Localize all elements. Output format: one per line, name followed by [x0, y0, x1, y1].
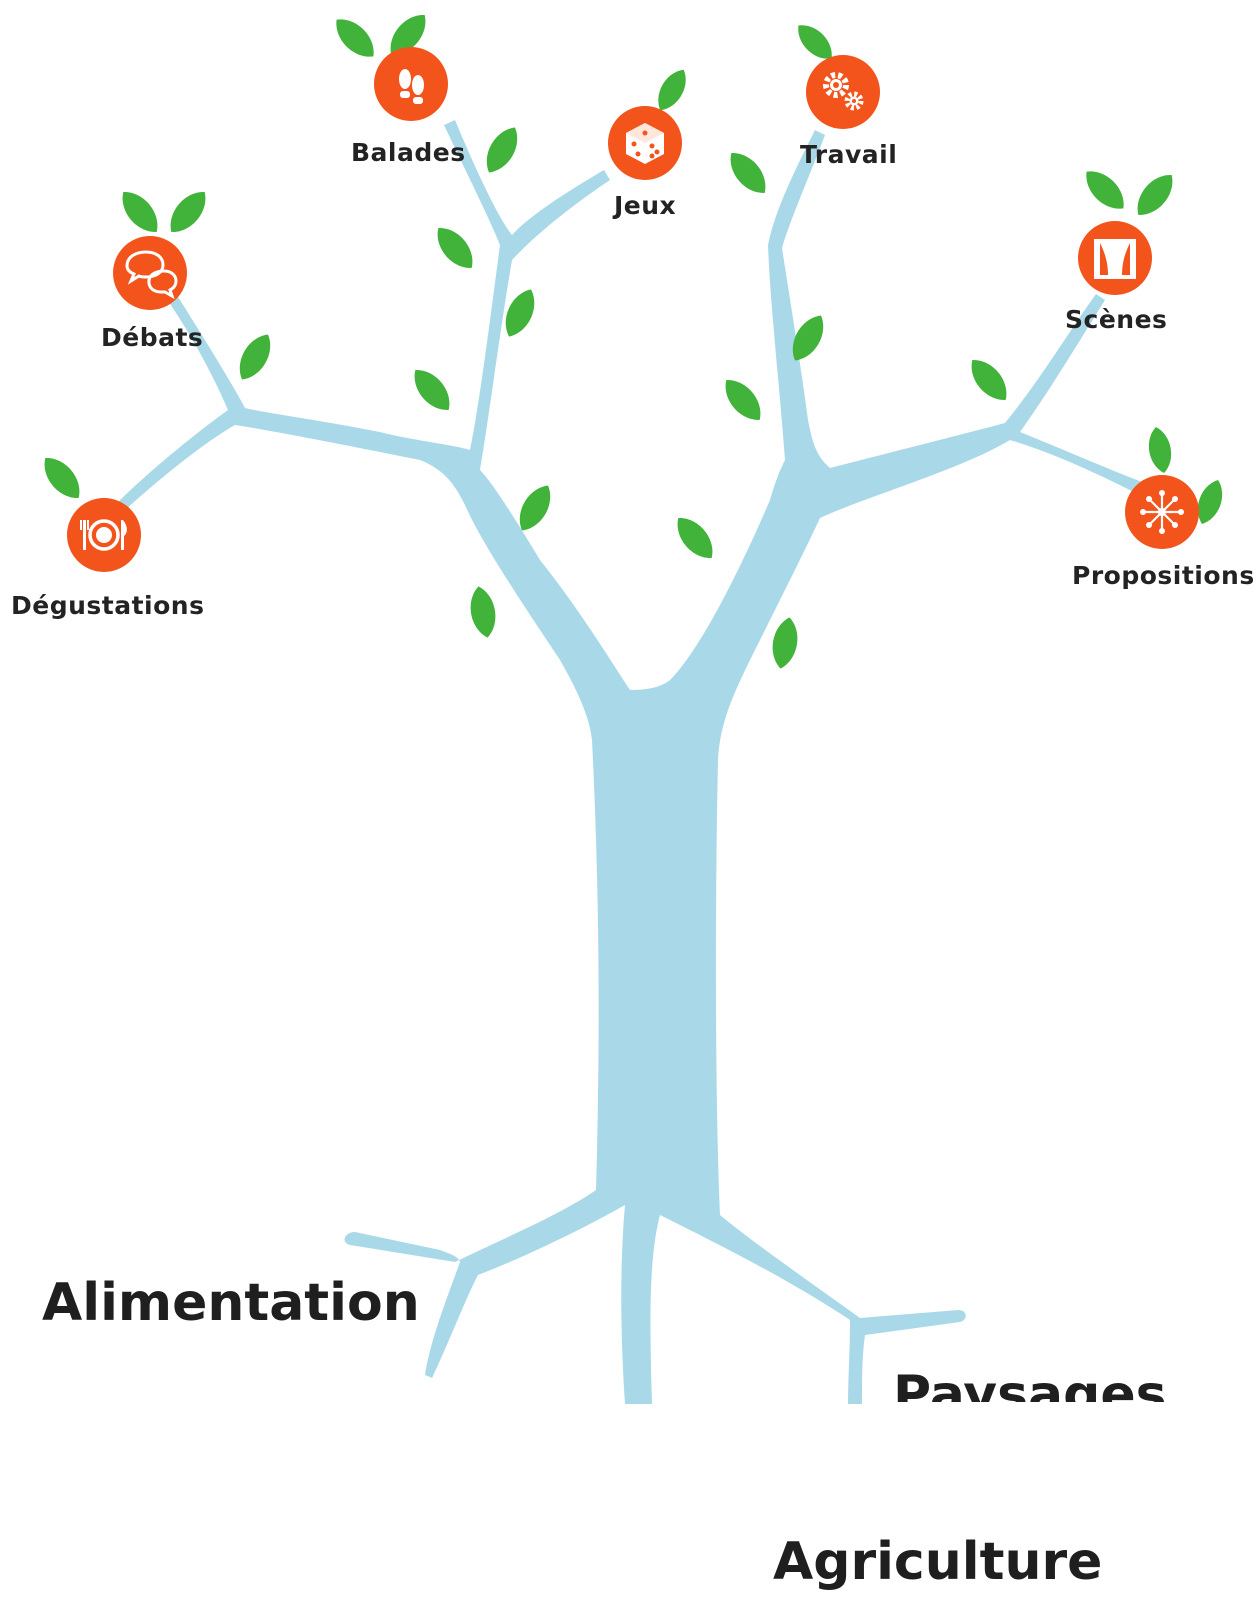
branch-label-scenes: Scènes — [1065, 305, 1167, 334]
leaf-shape — [1129, 167, 1181, 222]
leaf-shape — [467, 584, 500, 639]
trunk-body — [115, 120, 1145, 1404]
propositions-node[interactable] — [1125, 475, 1199, 549]
leaf-shape — [162, 184, 214, 239]
branch-label-jeux: Jeux — [614, 191, 676, 220]
leaf-shape — [479, 121, 526, 178]
leaf-shape — [406, 362, 458, 417]
gears-icon — [806, 55, 880, 129]
dice-icon — [608, 106, 682, 180]
branch-label-balades: Balades — [351, 138, 466, 167]
degustations-node[interactable] — [67, 498, 141, 572]
balades-node[interactable] — [374, 47, 448, 121]
dandelion-icon — [1125, 475, 1199, 549]
leaf-shape — [722, 145, 774, 200]
leaf-shape — [1145, 425, 1174, 475]
root-label-agriculture: Agriculture — [773, 1532, 1102, 1592]
leaf-shape — [429, 220, 481, 275]
scenes-node[interactable] — [1078, 221, 1152, 295]
travail-node[interactable] — [806, 55, 880, 129]
leaf-shape — [669, 510, 721, 565]
leaf-shape — [232, 328, 279, 385]
leaf-shape — [717, 372, 769, 427]
speech-bubbles-icon — [113, 236, 187, 310]
leaf-shape — [769, 615, 802, 670]
plate-cutlery-icon — [67, 498, 141, 572]
footprints-icon — [374, 47, 448, 121]
root-label-alimentation: Alimentation — [42, 1273, 420, 1333]
branch-label-propositions: Propositions — [1072, 561, 1255, 590]
leaf-shape — [114, 184, 166, 239]
root-label-paysages: Paysages — [893, 1365, 1167, 1402]
debats-node[interactable] — [113, 236, 187, 310]
branch-label-degustations: Dégustations — [11, 591, 204, 620]
leaf-shape — [1078, 163, 1132, 217]
jeux-node[interactable] — [608, 106, 682, 180]
branch-label-debats: Débats — [101, 323, 203, 352]
branch-label-travail: Travail — [800, 140, 897, 169]
theater-curtain-icon — [1078, 221, 1152, 295]
leaf-shape — [963, 352, 1015, 407]
